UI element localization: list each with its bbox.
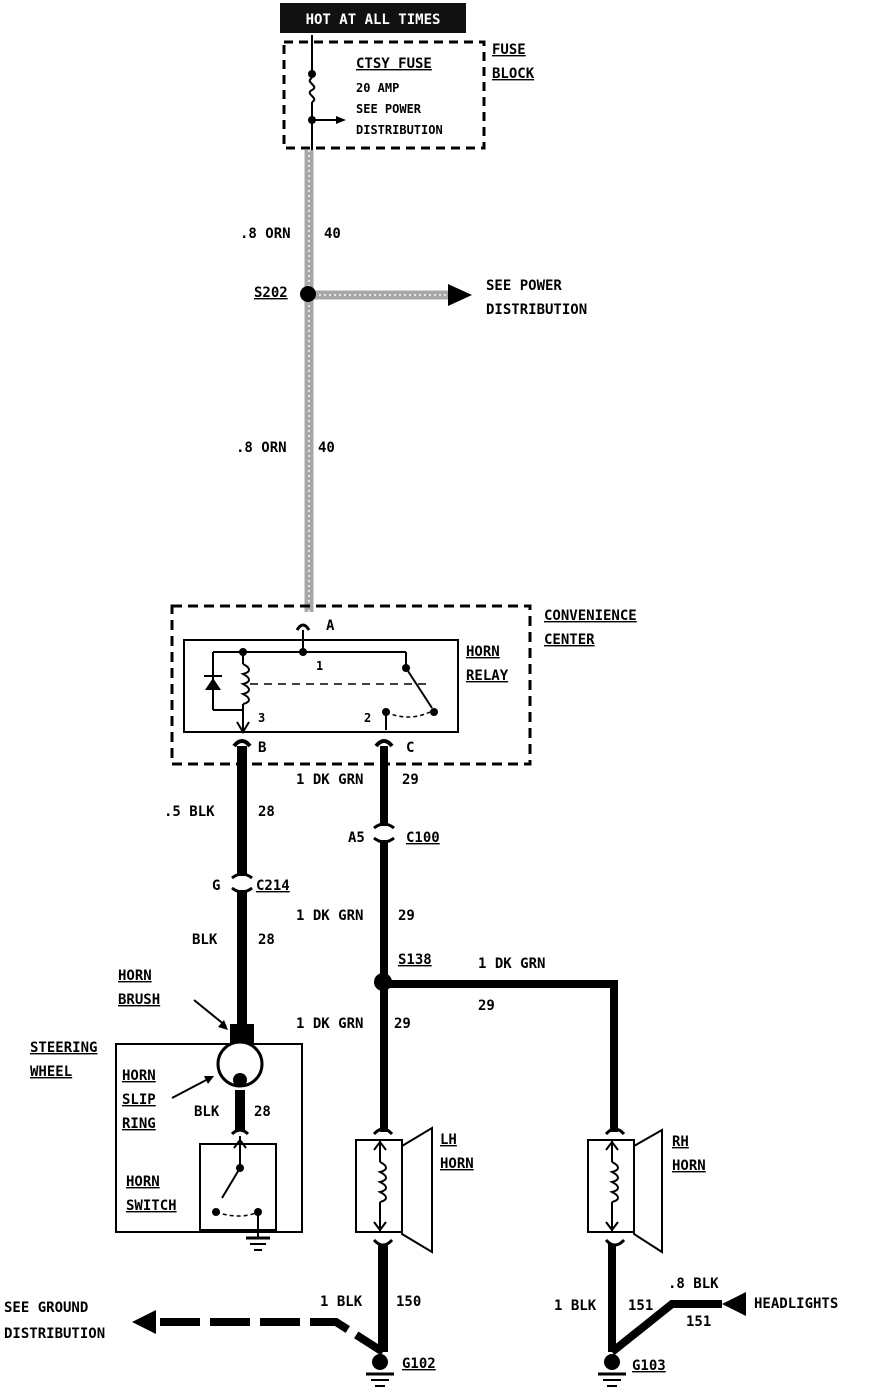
horn-relay-label-2: RELAY (466, 668, 509, 684)
ground-g102-label: G102 (402, 1356, 436, 1372)
arrow-right-icon (448, 284, 472, 306)
headlights-label: HEADLIGHTS (754, 1296, 838, 1312)
convenience-center: A 1 3 2 HORN RELAY CONVENIENCE CENTER B … (170, 604, 637, 766)
ground-g103-label: G103 (632, 1358, 666, 1374)
wire-circuit: 40 (318, 440, 335, 456)
horn-bell-icon (633, 1128, 663, 1254)
fuse-name: CTSY FUSE (356, 56, 432, 72)
rh-horn-label-1: RH (672, 1134, 689, 1150)
horn-brush-label-2: BRUSH (118, 992, 160, 1008)
splice-s202-label: S202 (254, 285, 288, 301)
horn-bell-icon (401, 1126, 433, 1254)
fuse-note-1: SEE POWER (356, 102, 422, 116)
splice-s138-label: S138 (398, 952, 432, 968)
wire-label: .8 BLK (668, 1276, 719, 1292)
fuse-note-2: DISTRIBUTION (356, 123, 443, 137)
horn-brush-label-1: HORN (118, 968, 152, 984)
wire-label: 1 DK GRN (296, 908, 363, 924)
lh-horn (355, 1126, 433, 1254)
wire-label: 1 BLK (320, 1294, 363, 1310)
arrow-icon (204, 1076, 214, 1084)
wire-orn-40 (304, 150, 472, 612)
wire-circuit: 151 (686, 1314, 711, 1330)
wire-label: 1 DK GRN (296, 1016, 363, 1032)
wire-circuit: 28 (258, 932, 275, 948)
wire-circuit: 29 (394, 1016, 411, 1032)
wire-blk-28 (230, 739, 254, 1044)
terminal-2: 2 (364, 711, 371, 725)
see-ground-label-1: SEE GROUND (4, 1300, 88, 1316)
horn-coil-icon (379, 1161, 387, 1203)
wire-label: 1 DK GRN (478, 956, 545, 972)
terminal-1: 1 (316, 659, 323, 673)
slip-ring-label-3: RING (122, 1116, 156, 1132)
fuse-block-label-1: FUSE (492, 42, 526, 58)
arrow-left-icon (722, 1292, 746, 1316)
power-dist-note-1: SEE POWER (486, 278, 562, 294)
see-ground-label-2: DISTRIBUTION (4, 1326, 105, 1342)
wire-label: BLK (194, 1104, 220, 1120)
horn-switch-label-1: HORN (126, 1174, 160, 1190)
ground-icon (246, 1236, 270, 1251)
connector-c214-label: C214 (256, 878, 290, 894)
connector-c100-pin: A5 (348, 830, 365, 846)
slip-ring-label-2: SLIP (122, 1092, 156, 1108)
relay-coil-icon (242, 663, 250, 705)
fuse-rating: 20 AMP (356, 81, 399, 95)
diode-icon (205, 678, 221, 690)
splice-s202-dot (300, 286, 316, 302)
connector-c100-label: C100 (406, 830, 440, 846)
ground-g102 (366, 1354, 394, 1387)
lh-horn-label-2: HORN (440, 1156, 474, 1172)
pin-a-label: A (326, 618, 335, 634)
wire-label: .8 ORN (240, 226, 291, 242)
wire-label: .8 ORN (236, 440, 287, 456)
rh-horn-label-2: HORN (672, 1158, 706, 1174)
fuse-block: CTSY FUSE 20 AMP SEE POWER DISTRIBUTION … (282, 35, 535, 150)
wire-label: .5 BLK (164, 804, 215, 820)
horn-brush-block (230, 1024, 254, 1044)
horn-relay-box (183, 639, 459, 733)
wire-label: 1 DK GRN (296, 772, 363, 788)
power-dist-note-2: DISTRIBUTION (486, 302, 587, 318)
steering-wheel-assembly (115, 999, 303, 1251)
horn-switch-label-2: SWITCH (126, 1198, 177, 1214)
connector-c214-pin: G (212, 878, 220, 894)
pin-c-label: C (406, 740, 414, 756)
convenience-center-label-1: CONVENIENCE (544, 608, 637, 624)
arrow-left-icon (132, 1310, 156, 1334)
ground-wires (132, 1244, 746, 1356)
convenience-center-label-2: CENTER (544, 632, 595, 648)
wire-circuit: 151 (628, 1298, 653, 1314)
steering-wheel-label-1: STEERING (30, 1040, 97, 1056)
power-banner: HOT AT ALL TIMES (280, 3, 466, 33)
wire-circuit: 29 (402, 772, 419, 788)
horn-switch-box (199, 1143, 277, 1231)
wire-label: BLK (192, 932, 218, 948)
arrow-right-icon (336, 116, 346, 124)
wire-circuit: 29 (478, 998, 495, 1014)
slip-ring-label-1: HORN (122, 1068, 156, 1084)
wire-dkgrn-29 (373, 739, 618, 1132)
wire-label: 1 BLK (554, 1298, 597, 1314)
banner-text: HOT AT ALL TIMES (306, 12, 441, 28)
ground-g103 (598, 1354, 626, 1387)
fuse-element-icon (308, 77, 316, 103)
steering-wheel-label-2: WHEEL (30, 1064, 72, 1080)
lh-horn-label-1: LH (440, 1132, 457, 1148)
wire-circuit: 40 (324, 226, 341, 242)
rh-horn (587, 1127, 663, 1254)
fuse-block-label-2: BLOCK (492, 66, 535, 82)
wire-circuit: 150 (396, 1294, 421, 1310)
pin-b-label: B (258, 740, 266, 756)
terminal-3: 3 (258, 711, 265, 725)
horn-relay-label-1: HORN (466, 644, 500, 660)
wire-circuit: 28 (254, 1104, 271, 1120)
arrow-icon (218, 1020, 228, 1030)
wire-circuit: 28 (258, 804, 275, 820)
horn-coil-icon (611, 1161, 619, 1203)
wire-circuit: 29 (398, 908, 415, 924)
